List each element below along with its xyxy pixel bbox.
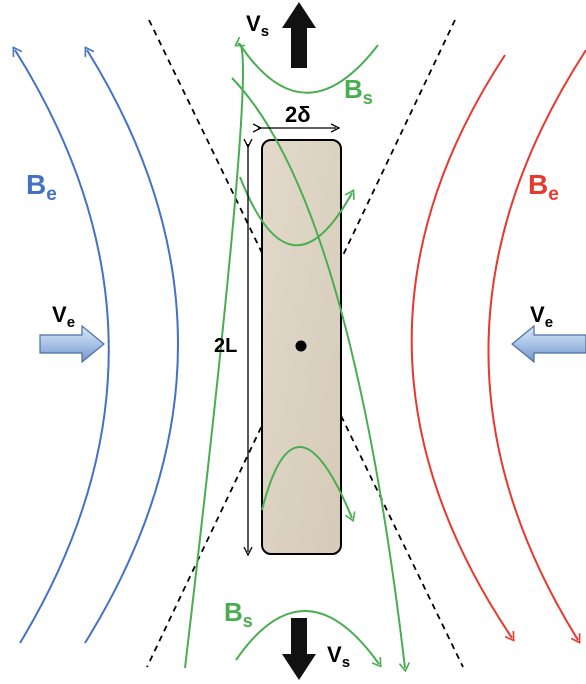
- sheet-field-line-lower-inner: [261, 446, 356, 523]
- separatrix-line-1: [148, 19, 464, 668]
- sheet-width-label: 2δ: [285, 102, 311, 127]
- external-field-line-right-inner: [410, 54, 515, 642]
- inflow-velocity-label-left: Ve: [52, 302, 75, 331]
- inflow-arrow-left-icon: [511, 324, 586, 364]
- external-field-line-right-outer: [487, 49, 586, 644]
- sheet-field-line-lower-bottom: [235, 610, 382, 668]
- sheet-field-label-bottom: Bs: [224, 597, 253, 631]
- external-field-label-right: Be: [528, 169, 559, 205]
- external-field-line-left-outer: [12, 46, 110, 644]
- outflow-velocity-label-top: Vs: [246, 11, 269, 40]
- external-field-label-left: Be: [26, 169, 57, 205]
- x-point: [295, 340, 307, 352]
- outflow-velocity-label-bottom: Vs: [327, 642, 350, 671]
- inflow-velocity-label-right: Ve: [530, 302, 553, 331]
- sheet-field-line-upper-top: [240, 44, 379, 94]
- outflow-arrow-up-icon: [282, 2, 316, 68]
- inflow-arrow-right-icon: [39, 324, 105, 364]
- outflow-arrow-down-icon: [282, 618, 316, 680]
- sheet-field-label-top: Bs: [344, 74, 373, 108]
- sheet-field-line-lower-outer: [231, 77, 411, 673]
- external-field-line-left-inner: [84, 46, 179, 644]
- sheet-length-label: 2L: [214, 335, 237, 357]
- sheet-field-line-upper-outer: [184, 36, 245, 669]
